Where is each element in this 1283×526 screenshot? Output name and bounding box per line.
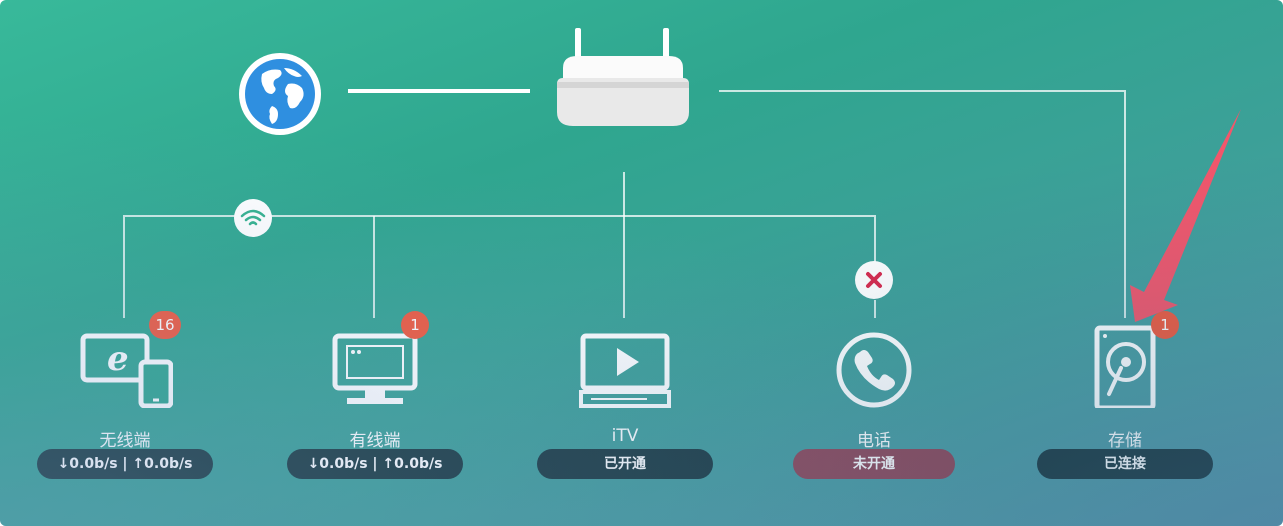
device-label: 无线端 [99,431,151,451]
service-status: 未开通 [793,449,955,479]
storage-count-badge: 1 [1151,311,1179,339]
wireless-count-badge: 16 [149,311,181,339]
service-status: 已开通 [537,449,713,479]
traffic-status: ↓0.0b/s | ↑0.0b/s [37,449,213,479]
desktop-icon [287,312,463,412]
phone-icon [793,312,955,412]
device-label: 电话 [857,431,891,451]
router-icon [553,26,693,130]
svg-text:e: e [107,339,129,379]
device-phone[interactable]: 电话 未开通 [793,312,955,482]
globe-icon [238,52,322,136]
device-storage[interactable]: 存储 已连接 [1037,312,1213,482]
wifi-icon [234,199,272,237]
storage-line [719,90,1126,318]
tv-play-icon [537,312,713,412]
device-label: 存储 [1108,431,1142,451]
wired-count-badge: 1 [401,311,429,339]
wireless-devices-icon: e [37,312,213,412]
x-icon [855,261,893,299]
device-label: iTV [611,426,639,446]
device-itv[interactable]: iTV 已开通 [537,312,713,482]
traffic-status: ↓0.0b/s | ↑0.0b/s [287,449,463,479]
lan-bus-line [123,215,876,318]
device-wireless[interactable]: e 无线端 ↓0.0b/s | ↑0.0b/s [37,312,213,482]
device-wired[interactable]: 有线端 ↓0.0b/s | ↑0.0b/s [287,312,463,482]
storage-status: 已连接 [1037,449,1213,479]
device-label: 有线端 [349,431,401,451]
hard-drive-icon [1037,312,1213,412]
